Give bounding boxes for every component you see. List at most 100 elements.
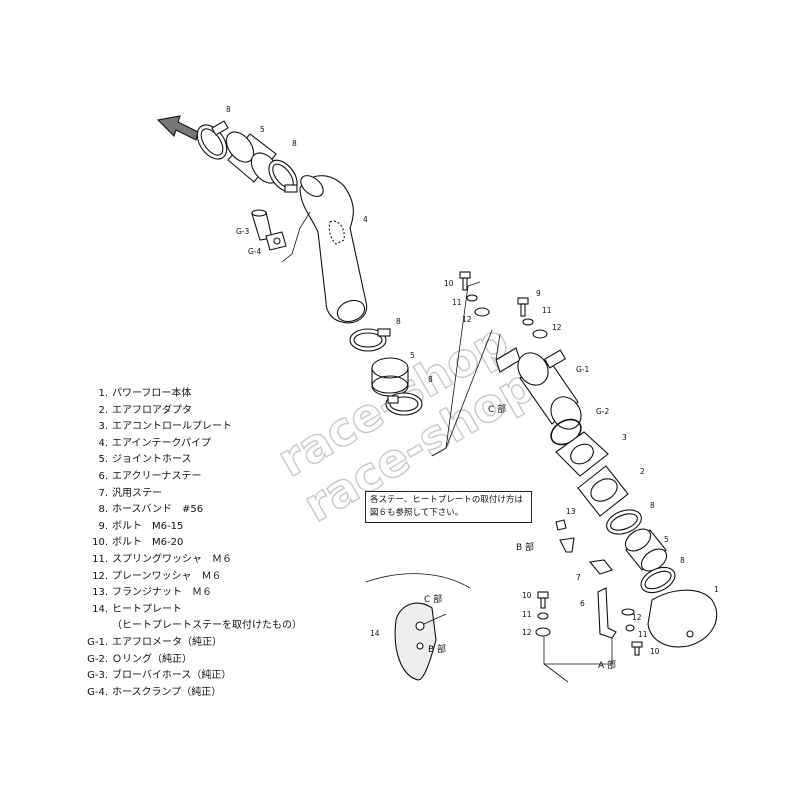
airflow-meter-g1 [517, 349, 582, 430]
parts-list-item: 13.フランジナット Ｍ６ [78, 585, 302, 602]
parts-list-item: 7. 汎用ステー [78, 486, 302, 503]
callout-14: 14 [370, 629, 380, 638]
parts-list-name: ブローバイホース（純正） [112, 670, 232, 682]
parts-list-number: 13. [92, 587, 108, 599]
airflow-adapter-2 [577, 465, 629, 517]
parts-list-item: 2.エアフロアダプタ [78, 403, 302, 420]
callout-11: 11 [542, 306, 552, 315]
parts-list-item: 5. ジョイントホース [78, 452, 302, 469]
callout-1: 1 [714, 585, 719, 594]
parts-list-number: G-1. [87, 636, 108, 648]
callout-8: 8 [680, 556, 685, 565]
parts-list-name: エアコントロールプレート [112, 421, 232, 433]
intake-pipe-4 [299, 175, 368, 324]
hose-band-8-top [196, 120, 229, 160]
parts-list-name: ボルト M6-20 [112, 537, 184, 549]
callout-8: 8 [650, 501, 655, 510]
bolt-9 [517, 297, 529, 317]
bolt-10-top [459, 271, 471, 291]
parts-list-number: 12. [92, 570, 108, 582]
callout-8: 8 [428, 375, 433, 384]
callout-12: 12 [522, 628, 532, 637]
hose-band-8-b [268, 159, 298, 193]
callout-10: 10 [444, 279, 454, 288]
parts-list-name: （ヒートプレートステーを取付けたもの） [112, 620, 302, 632]
callout-g1: G-1 [576, 365, 590, 374]
parts-list-number: G-3. [87, 670, 108, 682]
parts-list-item: G-4. ホースクランプ（純正） [78, 685, 302, 702]
parts-list-number: 2. [98, 404, 108, 416]
blowby-hose-g3 [251, 209, 273, 241]
callout-g2: G-2 [596, 407, 610, 416]
parts-list-number: 4. [98, 437, 108, 449]
callout-c-part: C 部 [488, 403, 506, 415]
hose-band-8-f [640, 566, 676, 594]
parts-list-item: 8. ホースバンド #56 [78, 502, 302, 519]
joint-hose-5-c [624, 528, 668, 572]
parts-list-number: 10. [92, 537, 108, 549]
parts-list-name: ジョイントホース [112, 454, 192, 466]
callout-g3: G-3 [236, 227, 250, 236]
parts-list-name: 汎用ステー [112, 487, 162, 499]
parts-list-item: G-1.エアフロメータ（純正） [78, 635, 302, 652]
universal-stay-7 [588, 559, 613, 575]
callout-13: 13 [566, 507, 576, 516]
parts-list-item: 11.スプリングワッシャ Ｍ６ [78, 552, 302, 569]
parts-list-item: 9.ボルト M6-15 [78, 519, 302, 536]
washer-11-b [522, 318, 534, 326]
callout-5: 5 [260, 125, 265, 134]
hose-band-8-e [606, 509, 642, 535]
parts-list-number: 5. [98, 454, 108, 466]
parts-list-number: 14. [92, 603, 108, 615]
heat-plate-14 [394, 602, 447, 681]
callout-11: 11 [522, 610, 532, 619]
callout-7: 7 [576, 573, 581, 582]
callout-2: 2 [640, 467, 645, 476]
installation-note: 各ステー、ヒートプレートの取付け方は図６も参照して下さい。 [365, 491, 532, 523]
parts-list-name: エアインテークパイプ [112, 437, 211, 449]
callout-g4: G-4 [248, 247, 262, 256]
parts-list-number: G-2. [87, 653, 108, 665]
parts-list-item: 3.エアコントロールプレート [78, 419, 302, 436]
callout-12: 12 [632, 613, 642, 622]
parts-list-item: 14.ヒートプレート [78, 602, 302, 619]
parts-list-name: ホースバンド #56 [112, 504, 204, 516]
hose-band-8-d [385, 392, 423, 416]
parts-list-name: Ｏリング（純正） [112, 653, 192, 665]
power-flow-body-1 [647, 589, 718, 648]
callout-12: 12 [552, 323, 562, 332]
parts-list-number: 8. [98, 504, 108, 516]
parts-list-number: 7. [98, 487, 108, 499]
air-control-plate-3 [555, 431, 609, 477]
callout-8: 8 [226, 105, 231, 114]
parts-list-number: G-4. [87, 686, 108, 698]
joint-hose-5-top [225, 131, 280, 184]
parts-list-number: 9. [98, 520, 108, 532]
callout-labels: 8 5 8 4 G-3 G-4 8 5 8 10 11 12 9 11 12 G… [226, 105, 719, 671]
bolt-10-lower [537, 591, 549, 609]
parts-list-name: ホースクランプ（純正） [112, 686, 222, 698]
bracket-b [559, 537, 575, 553]
callout-12: 12 [462, 315, 472, 324]
callout-c-part-detail: C 部 [424, 593, 442, 605]
hose-clamp-g4 [265, 231, 287, 251]
flow-arrow-icon [156, 115, 199, 141]
parts-list-item: 4. エアインテークパイプ [78, 436, 302, 453]
washer-12-top [474, 307, 490, 317]
callout-10: 10 [650, 647, 660, 656]
callout-b-part-detail: B 部 [428, 643, 446, 655]
washer-11-right [625, 624, 635, 632]
callout-5: 5 [410, 351, 415, 360]
bolt-10-right [631, 641, 643, 656]
callout-10: 10 [522, 591, 532, 600]
callout-b-part: B 部 [516, 541, 534, 553]
callout-8: 8 [396, 317, 401, 326]
washer-12-lower [535, 627, 551, 637]
washer-12-b [532, 329, 548, 339]
callout-4: 4 [363, 215, 368, 224]
callout-6: 6 [580, 599, 585, 608]
parts-list-number: 6. [98, 470, 108, 482]
parts-list-name: プレーンワッシャ Ｍ６ [112, 570, 222, 582]
